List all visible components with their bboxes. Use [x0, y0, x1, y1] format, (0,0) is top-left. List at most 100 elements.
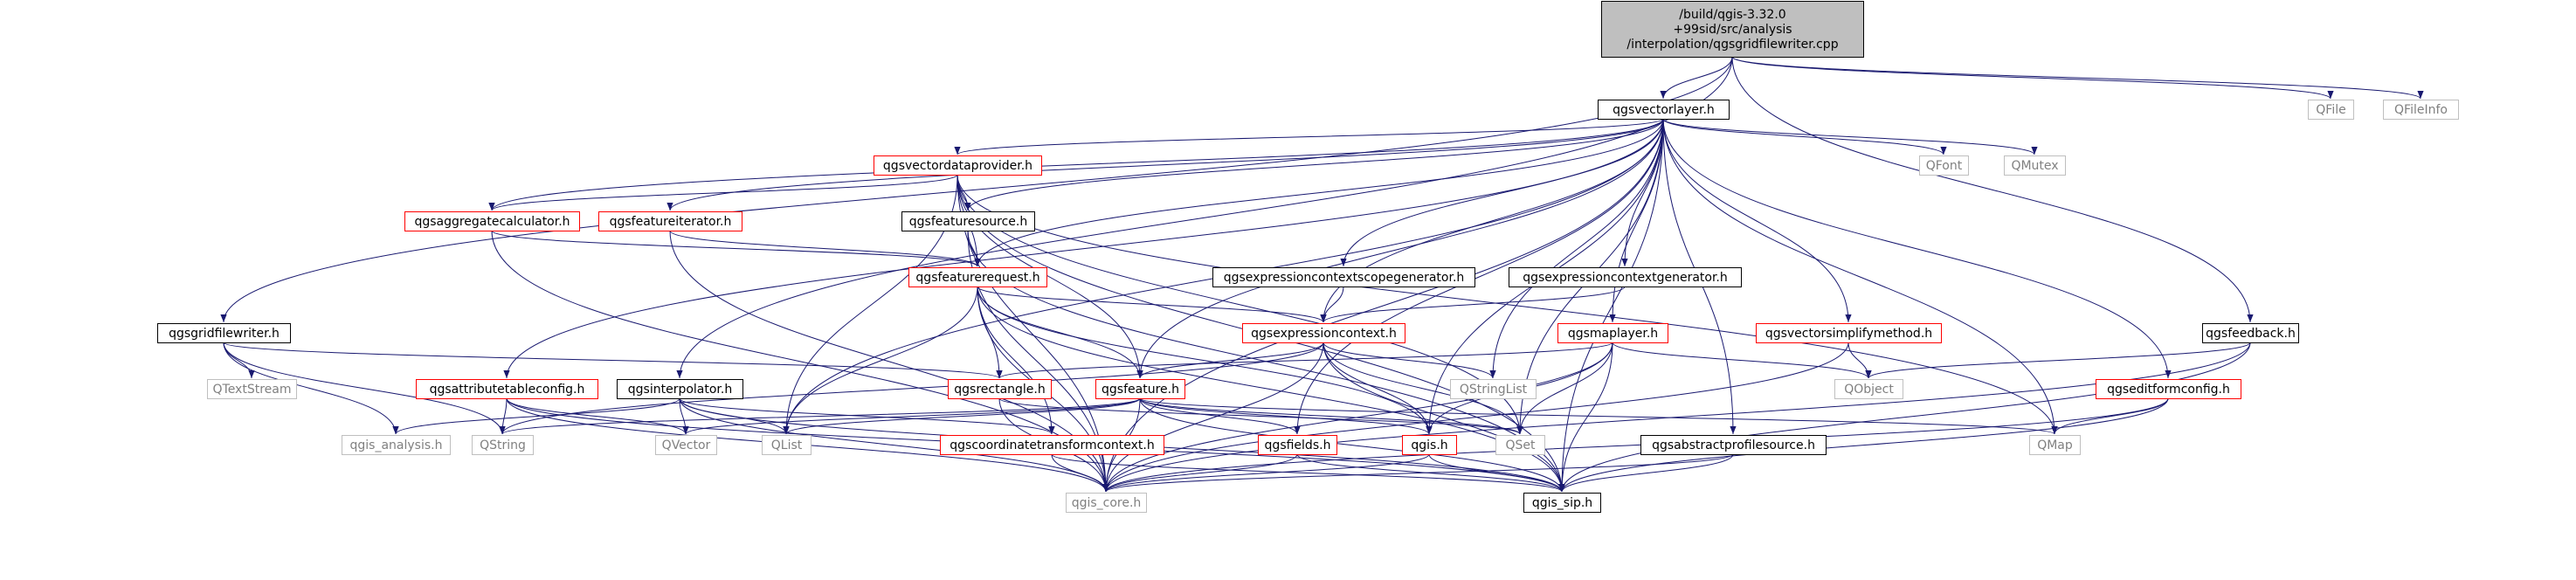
node-qgis[interactable]: qgis.h [1402, 435, 1457, 455]
node-box [617, 379, 743, 399]
node-box [1598, 100, 1730, 120]
node-qmap[interactable]: QMap [2029, 435, 2081, 455]
node-qgseditformconfig[interactable]: qgseditformconfig.h [2096, 379, 2241, 399]
node-box [1450, 379, 1537, 399]
node-box [940, 435, 1164, 455]
node-label: qgsfields.h [1265, 438, 1331, 452]
node-qvector[interactable]: QVector [655, 435, 717, 455]
node-qgsfeatureiterator[interactable]: qgsfeatureiterator.h [598, 211, 742, 231]
edge-qgsvectorlayer-to-qgsfields [1294, 118, 1664, 435]
node-label: qgis.h [1411, 438, 1447, 452]
node-label: QFile [2316, 103, 2345, 117]
node-box [2029, 435, 2081, 455]
node-qgsgridfilewriter[interactable]: qgsgridfilewriter.h [157, 323, 291, 343]
edge-qgsabstractprofilesource-to-qgis-core [1102, 453, 1734, 493]
edge-qgsvectorlayer-to-qgsvectordataprovider [954, 118, 1664, 155]
node-label: qgis_sip.h [1532, 496, 1592, 510]
node-qgsvectorsimplifymethod[interactable]: qgsvectorsimplifymethod.h [1756, 323, 1942, 343]
node-qtextstream[interactable]: QTextStream [207, 379, 297, 399]
node-label: QMap [2037, 438, 2073, 452]
edge-qgsfeature-to-qset [1139, 397, 1523, 435]
edge-root-to-qfile [1731, 56, 2334, 100]
edge-qgsvectorlayer-to-qgsaggregatecalculator [488, 118, 1664, 211]
node-box [2004, 155, 2066, 176]
node-qstring[interactable]: QString [472, 435, 534, 455]
node-qgsfeaturesource[interactable]: qgsfeaturesource.h [901, 211, 1035, 231]
edge-qgsfeatureiterator-to-qgsfeaturerequest [669, 230, 981, 267]
edge-qgseditformconfig-to-qmap [2051, 397, 2169, 435]
node-label: qgseditformconfig.h [2107, 383, 2230, 397]
node-qgsfeature[interactable]: qgsfeature.h [1095, 379, 1185, 399]
node-label: QSet [1505, 438, 1536, 452]
edge-qgsvectorsimplifymethod-to-qgis-core [1102, 342, 1849, 493]
node-qlist[interactable]: QList [762, 435, 811, 455]
node-qgsvectorlayer[interactable]: qgsvectorlayer.h [1598, 100, 1730, 120]
node-qgsmaplayer[interactable]: qgsmaplayer.h [1557, 323, 1668, 343]
node-qgsattributetableconfig[interactable]: qgsattributetableconfig.h [416, 379, 598, 399]
node-qgis-sip[interactable]: qgis_sip.h [1523, 493, 1601, 513]
edge-qgsvectorlayer-to-qgsvectorsimplifymethod [1662, 118, 1852, 323]
node-label: qgscoordinatetransformcontext.h [950, 438, 1154, 452]
node-label: qgsvectorsimplifymethod.h [1765, 327, 1932, 341]
node-qgsaggregatecalculator[interactable]: qgsaggregatecalculator.h [404, 211, 580, 231]
node-qgsexpressioncontextscopegenerator[interactable]: qgsexpressioncontextscopegenerator.h [1212, 267, 1475, 287]
node-qgsrectangle[interactable]: qgsrectangle.h [948, 379, 1052, 399]
node-label: QMutex [2011, 159, 2058, 173]
edge-qgsfeaturerequest-to-qgsexpressioncontext [977, 286, 1327, 323]
edge-qgsvectorlayer-to-qmutex [1662, 118, 2038, 155]
node-qgsfeaturerequest[interactable]: qgsfeaturerequest.h [908, 267, 1047, 287]
node-qgsinterpolator[interactable]: qgsinterpolator.h [617, 379, 743, 399]
edge-qgsvectordataprovider-to-qgis-core [957, 174, 1109, 493]
node-qmutex[interactable]: QMutex [2004, 155, 2066, 176]
edge-qgsvectorlayer-to-qgsfeature [1136, 118, 1664, 379]
node-label: qgis_analysis.h [350, 438, 443, 452]
node-box [908, 267, 1047, 287]
node-box [2308, 100, 2354, 120]
edge-qgsvectorlayer-to-qgsexpressioncontextscopegenerator [1340, 118, 1664, 267]
edge-qgsfeature-to-qlist [783, 397, 1141, 435]
node-box [1402, 435, 1457, 455]
node-label: qgsfeedback.h [2206, 327, 2296, 341]
node-label: qgsfeatureiterator.h [610, 215, 732, 229]
node-label: qgis_core.h [1072, 496, 1142, 510]
node-qfileinfo[interactable]: QFileInfo [2383, 100, 2459, 120]
node-qgis-core[interactable]: qgis_core.h [1066, 493, 1147, 513]
node-box [874, 155, 1042, 176]
edge-qgsvectorlayer-to-qgsfeaturerequest [974, 118, 1664, 267]
node-qgsfields[interactable]: qgsfields.h [1258, 435, 1337, 455]
node-qgis-analysis[interactable]: qgis_analysis.h [342, 435, 451, 455]
node-qfont[interactable]: QFont [1919, 155, 1969, 176]
node-qgscoordinatetransformcontext[interactable]: qgscoordinatetransformcontext.h [940, 435, 1164, 455]
node-label: qgsexpressioncontextgenerator.h [1523, 271, 1728, 285]
node-label: QTextStream [213, 383, 292, 397]
node-root[interactable]: /build/qgis-3.32.0+99sid/src/analysis/in… [1601, 1, 1864, 58]
edge-qgseditformconfig-to-qgis-sip [1558, 397, 2169, 493]
edge-root-to-qgsfeedback [1731, 56, 2254, 323]
node-label: qgsfeaturerequest.h [915, 271, 1039, 285]
node-qstringlist[interactable]: QStringList [1450, 379, 1537, 399]
node-qfile[interactable]: QFile [2308, 100, 2354, 120]
node-box [342, 435, 451, 455]
node-qobject[interactable]: QObject [1834, 379, 1903, 399]
node-label: QVector [662, 438, 711, 452]
edge-qgsmaplayer-to-qgis-core [1102, 342, 1613, 493]
edge-qgsmaplayer-to-qgis-sip [1558, 342, 1613, 493]
node-box [1557, 323, 1668, 343]
edge-qgsfeature-to-qgis [1139, 397, 1433, 435]
node-qgsfeedback[interactable]: qgsfeedback.h [2202, 323, 2299, 343]
node-qgsexpressioncontextgenerator[interactable]: qgsexpressioncontextgenerator.h [1509, 267, 1742, 287]
node-box [1495, 435, 1545, 455]
nodes-layer: /build/qgis-3.32.0+99sid/src/analysis/in… [157, 1, 2459, 513]
node-qgsvectordataprovider[interactable]: qgsvectordataprovider.h [874, 155, 1042, 176]
node-box [1640, 435, 1827, 455]
node-label: QStringList [1460, 383, 1528, 397]
edge-qgsvectordataprovider-to-qgsfeature [957, 174, 1143, 379]
node-qset[interactable]: QSet [1495, 435, 1545, 455]
node-box [416, 379, 598, 399]
node-label: qgsattributetableconfig.h [430, 383, 585, 397]
edge-qgseditformconfig-to-qgis-core [1102, 397, 2169, 493]
node-qgsabstractprofilesource[interactable]: qgsabstractprofilesource.h [1640, 435, 1827, 455]
node-qgsexpressioncontext[interactable]: qgsexpressioncontext.h [1242, 323, 1405, 343]
edge-qgsvectorlayer-to-qgseditformconfig [1662, 118, 2172, 379]
edge-qgsgridfilewriter-to-qgis-analysis [223, 342, 399, 435]
